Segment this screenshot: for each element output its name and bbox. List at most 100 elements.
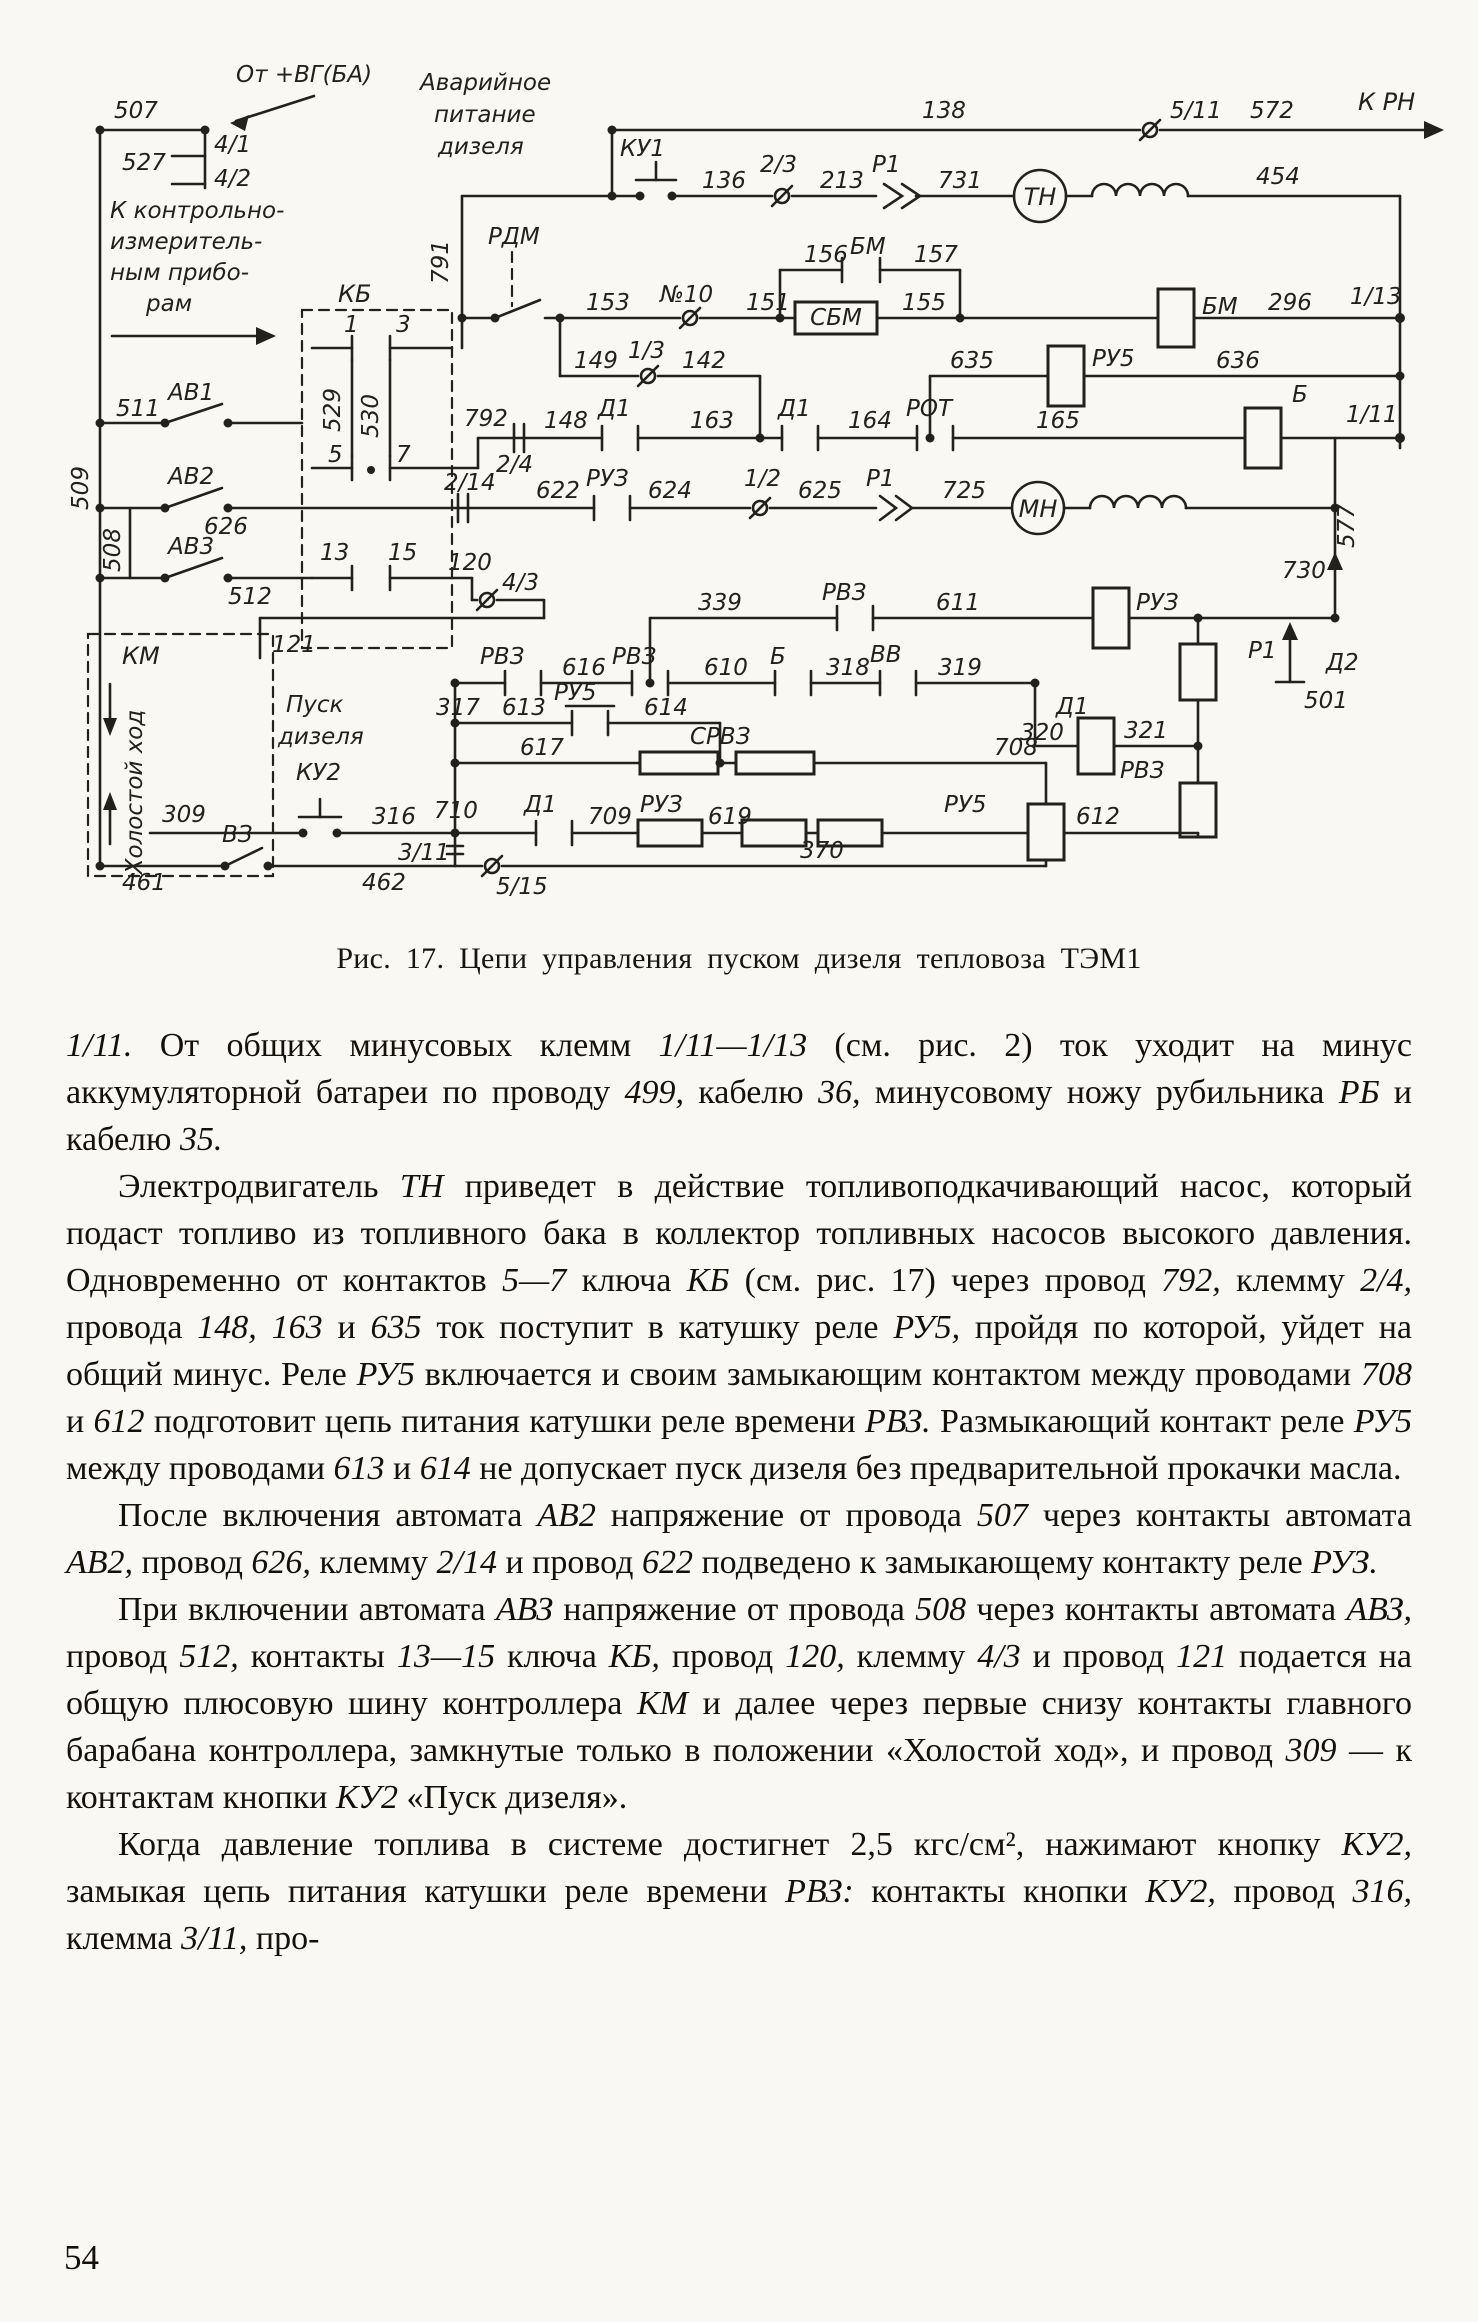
note-label: дизеля (277, 724, 364, 750)
component-label: РВЗ (612, 644, 657, 670)
component-label: РУ5 (944, 792, 987, 818)
component-label: Д2 (1325, 650, 1359, 676)
wire-label: 148 (544, 408, 588, 434)
wire-label: 508 (100, 528, 126, 572)
body-paragraph: Электродвигатель ТН приведет в действие … (66, 1168, 1413, 1487)
wire-label: 636 (1216, 348, 1260, 374)
note-label: Холостой ход (122, 710, 148, 876)
wire-label: 511 (116, 396, 160, 422)
wire-label: 318 (826, 655, 870, 681)
wire-label: 153 (586, 290, 630, 316)
body-paragraph: При включении автомата АВЗ напряжение от… (66, 1591, 1413, 1816)
component-label: РУЗ (1136, 590, 1179, 616)
arrow-from-vg-icon (230, 115, 249, 131)
component-label: Д1 (597, 396, 631, 422)
terminal-label: 2/3 (760, 152, 797, 178)
note-label: питание (434, 102, 536, 128)
wire-label: 507 (114, 98, 158, 124)
note-label: ным прибо- (110, 260, 249, 286)
component-label: Б (770, 644, 786, 670)
body-paragraph: Когда давление топлива в системе достигн… (66, 1826, 1412, 1957)
wire-label: 454 (1256, 164, 1300, 190)
wire-label: 462 (362, 870, 406, 896)
component-label: КУ1 (620, 136, 665, 162)
note-label: К РН (1358, 88, 1415, 116)
body-paragraph: После включения автомата АВ2 напряжение … (66, 1497, 1413, 1581)
wire-label: 529 (320, 388, 346, 432)
contact-label: 1 (344, 312, 359, 338)
motor-label-mn: МН (1019, 495, 1058, 523)
component-label: Р1 (872, 152, 901, 178)
terminal-label: 4/1 (214, 132, 251, 158)
component-label: РОТ (906, 396, 954, 422)
page-number: 54 (64, 2238, 99, 2277)
wire-label: 309 (162, 802, 206, 828)
figure-diagram: 507 От +ВГ(БА) 527 4/1 4/2 К контрольно-… (68, 62, 1444, 900)
wire-label: 625 (798, 478, 842, 504)
arrow-to-krn-icon (1424, 121, 1444, 139)
component-label: РУ5 (554, 680, 597, 706)
wire-label: 731 (938, 168, 982, 194)
wire-label: 708 (994, 735, 1038, 761)
wire-label: 136 (702, 168, 746, 194)
wire-label: 622 (536, 478, 580, 504)
wire-label: 155 (902, 290, 946, 316)
component-label: АВ1 (166, 380, 214, 406)
wire-label: 319 (938, 655, 982, 681)
arrow-r1-up-icon (1282, 622, 1298, 640)
wire-label: 611 (936, 590, 980, 616)
wire-label: 316 (372, 804, 416, 830)
wire-label: 710 (434, 798, 478, 824)
component-label: СРВЗ (690, 724, 751, 750)
component-label: РУ5 (1092, 346, 1135, 372)
note-label: рам (145, 291, 192, 317)
contact-label: 3 (396, 312, 411, 338)
wire-label: 509 (68, 466, 94, 510)
terminal-label: 5/15 (496, 874, 548, 900)
wire-label: 157 (914, 242, 958, 268)
wire-label: 613 (502, 695, 546, 721)
wire-label: 725 (942, 478, 986, 504)
wire-label: 151 (746, 290, 790, 316)
arrow-730-up-icon (1327, 552, 1343, 570)
wire-label: 730 (1282, 558, 1326, 584)
wire-label: 577 (1334, 504, 1360, 548)
component-label: АВ3 (166, 534, 214, 560)
wire-label: 149 (574, 348, 618, 374)
wire-label: 296 (1268, 290, 1312, 316)
terminal-label: 1/11 (1346, 402, 1398, 428)
wire-label: 142 (682, 348, 726, 374)
wire-label: 320 (1020, 720, 1064, 746)
circuit-labels: 507 От +ВГ(БА) 527 4/1 4/2 К контрольно-… (68, 62, 1415, 900)
wire-label: 165 (1036, 408, 1080, 434)
component-label: Р1 (866, 466, 895, 492)
wire-label: 138 (922, 98, 966, 124)
km-arrow-up-icon (103, 792, 117, 810)
wire-label: 321 (1124, 718, 1168, 744)
component-label: ВЗ (222, 822, 253, 848)
component-label: РУЗ (586, 466, 629, 492)
arrow-to-instruments-icon (256, 327, 276, 345)
wire-label: 612 (1076, 804, 1120, 830)
component-label: Б (1292, 382, 1308, 408)
wire-label: 512 (228, 584, 272, 610)
wire-label: 530 (358, 394, 384, 438)
contact-label: 7 (396, 442, 411, 468)
note-label: дизеля (437, 134, 524, 160)
note-label: От +ВГ(БА) (236, 62, 372, 88)
component-label: БМ (850, 234, 886, 260)
terminal-label: 5/11 (1170, 98, 1222, 124)
wire-label: 121 (272, 632, 316, 658)
wire-label: 213 (820, 168, 864, 194)
km-arrow-down-icon (103, 718, 117, 736)
contact-label: 5 (328, 442, 343, 468)
wire-label: 164 (848, 408, 892, 434)
component-label: Д1 (1055, 694, 1089, 720)
wire-label: 120 (448, 550, 492, 576)
wire-label: 791 (428, 240, 454, 284)
component-label: Р1 (1248, 638, 1277, 664)
circuit-graphics (86, 94, 1444, 878)
wire-label: 792 (464, 406, 508, 432)
component-label: КУ2 (296, 760, 341, 786)
